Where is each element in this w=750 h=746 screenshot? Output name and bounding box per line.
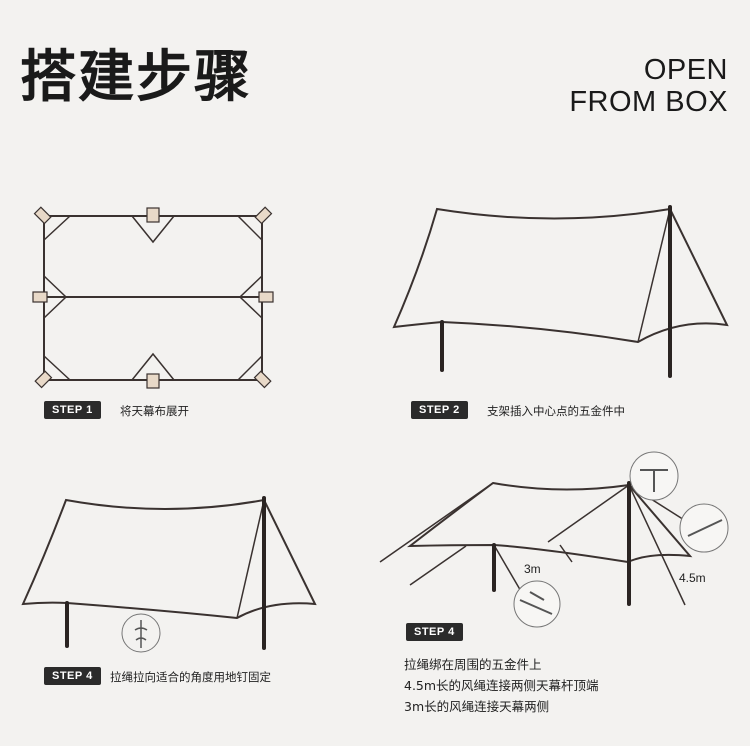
note-line-3: 3m长的风绳连接天幕两侧 <box>404 699 550 714</box>
mid-loop <box>146 373 160 389</box>
note-line-1: 拉绳绑在周围的五金件上 <box>404 657 542 672</box>
guy-line <box>493 544 523 594</box>
step1-text: 将天幕布展开 <box>120 404 189 418</box>
corner-loop <box>34 370 53 389</box>
guy-line <box>628 484 686 606</box>
step4b-badge: STEP 4 <box>406 623 463 641</box>
step4b-notes: 拉绳绑在周围的五金件上 4.5m长的风绳连接两侧天幕杆顶端 3m长的风绳连接天幕… <box>404 654 599 717</box>
tarp-fold <box>637 208 671 343</box>
stake-detail-circle <box>121 613 161 653</box>
tarp-fold <box>236 499 265 619</box>
guy-line <box>547 484 630 543</box>
subtitle-line-1: OPEN <box>643 54 728 86</box>
short-rope-length: 3m <box>524 562 541 576</box>
ground-stake-icon <box>134 620 148 648</box>
subtitle-line-2: FROM BOX <box>569 86 728 118</box>
guy-line <box>379 482 494 563</box>
corner-loop <box>33 206 52 225</box>
knot-detail-circle <box>513 580 561 628</box>
side-loop <box>258 291 274 303</box>
page-subtitle: OPEN FROM BOX <box>569 54 728 118</box>
step1-badge: STEP 1 <box>44 401 101 419</box>
tarp-body <box>406 481 693 564</box>
note-line-2: 4.5m长的风绳连接两侧天幕杆顶端 <box>404 678 599 693</box>
step2-text: 支架插入中心点的五金件中 <box>487 404 625 418</box>
page-title: 搭建步骤 <box>20 45 252 110</box>
guy-line <box>559 544 573 563</box>
corner-loop <box>253 370 272 389</box>
mid-loop <box>146 207 160 223</box>
tarp-body <box>392 207 729 344</box>
tarp-body <box>21 498 317 620</box>
side-loop <box>32 291 48 303</box>
step4a-text: 拉绳拉向适合的角度用地钉固定 <box>110 670 271 684</box>
step2-badge: STEP 2 <box>411 401 468 419</box>
guy-line <box>409 545 467 586</box>
corner-loop <box>254 206 273 225</box>
step4a-badge: STEP 4 <box>44 667 101 685</box>
long-rope-length: 4.5m <box>679 571 706 585</box>
